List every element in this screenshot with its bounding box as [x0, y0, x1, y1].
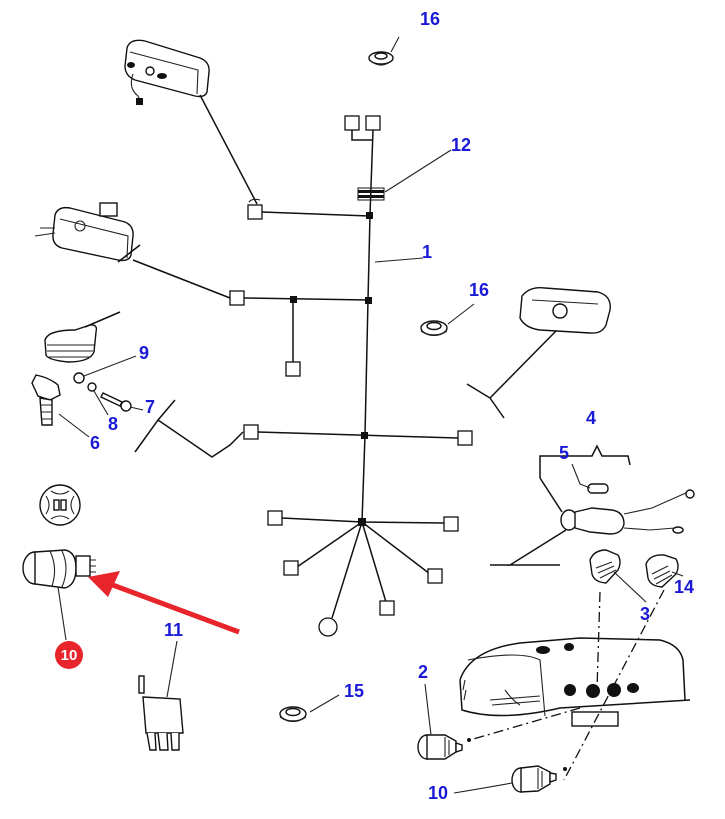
connector — [247, 204, 263, 220]
label-12[interactable]: 12 — [451, 135, 471, 155]
connector — [427, 568, 443, 584]
ignition-switch-10 — [22, 549, 96, 641]
rotary-switch-14 — [453, 765, 567, 794]
nut-9 — [73, 355, 137, 384]
work-lamp-lower — [34, 202, 231, 299]
connector — [365, 115, 381, 131]
label-17[interactable]: 15 — [344, 681, 364, 701]
leader-1 — [374, 257, 424, 263]
label-10-highlighted[interactable]: 10 — [61, 647, 78, 664]
connector — [243, 424, 259, 440]
connector — [267, 510, 283, 526]
harness-bracket-left — [134, 418, 244, 458]
connector — [229, 290, 245, 306]
connector — [379, 600, 395, 616]
round-connector — [318, 617, 338, 637]
work-lamp-upper — [124, 39, 261, 205]
grommet-12 — [357, 187, 385, 201]
highlight-arrow — [88, 571, 240, 635]
label-16-middle[interactable]: 16 — [469, 280, 489, 300]
rocker-switch-3 — [589, 549, 647, 603]
label-6[interactable]: 6 — [90, 433, 100, 453]
bulb-5 — [571, 463, 609, 494]
label-15[interactable]: 14 — [674, 577, 694, 597]
label-8[interactable]: 8 — [108, 414, 118, 434]
relay-11 — [138, 640, 184, 751]
label-3[interactable]: 3 — [640, 604, 650, 624]
screw-7 — [100, 392, 144, 412]
label-4[interactable]: 4 — [586, 408, 596, 428]
label-1[interactable]: 1 — [422, 242, 432, 262]
connector — [344, 115, 360, 131]
ignition-switch-face — [39, 484, 81, 526]
side-lamp — [466, 286, 611, 419]
grommet-16-middle — [420, 303, 475, 337]
cigar-lighter-4 — [490, 444, 695, 566]
grommet-17 — [279, 694, 340, 723]
wiring-harness — [229, 115, 473, 637]
connector — [457, 430, 473, 446]
washer-8 — [87, 382, 109, 416]
label-16-top[interactable]: 16 — [420, 9, 440, 29]
label-9[interactable]: 9 — [139, 343, 149, 363]
grommet-16-top — [368, 36, 400, 66]
junction-node — [366, 212, 373, 219]
junction-node — [365, 297, 372, 304]
label-2[interactable]: 2 — [418, 662, 428, 682]
rotary-switch-2 — [417, 683, 471, 760]
label-14[interactable]: 10 — [428, 783, 448, 803]
rocker-switch-15 — [645, 554, 684, 588]
connector — [285, 361, 301, 377]
label-5[interactable]: 5 — [559, 443, 569, 463]
harness-bracket-left-arm — [157, 399, 176, 421]
lever-switch-6 — [31, 311, 121, 438]
label-11[interactable]: 11 — [164, 620, 183, 640]
leader-12 — [384, 149, 452, 193]
connector — [283, 560, 299, 576]
dashboard-panel — [459, 589, 691, 781]
connector — [443, 516, 459, 532]
highlight-badge — [55, 641, 83, 669]
label-7[interactable]: 7 — [145, 397, 155, 417]
